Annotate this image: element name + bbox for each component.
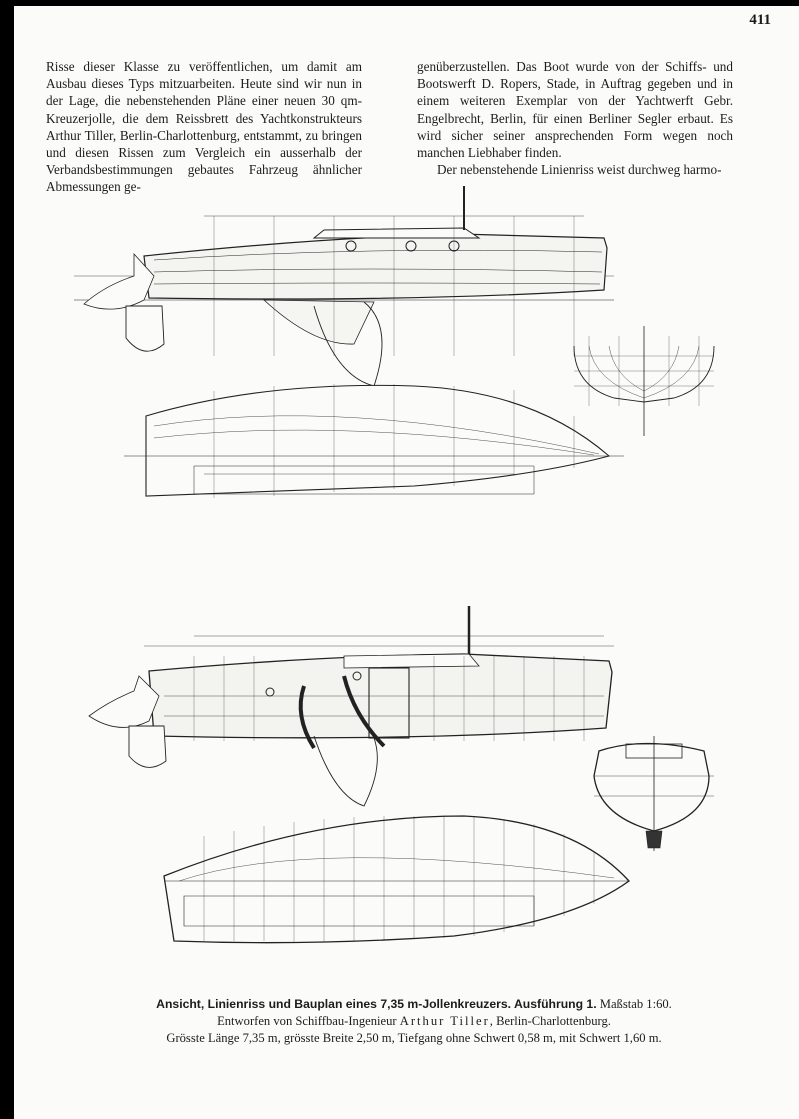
figure-caption: Ansicht, Linienriss und Bauplan eines 7,…: [134, 996, 694, 1047]
caption-designer-prefix: Entworfen von Schiffbau-Ingenieur: [217, 1014, 397, 1028]
page-number: 411: [749, 12, 771, 28]
half-breadth-plan-upper: [124, 384, 624, 498]
caption-dimensions: Grösste Länge 7,35 m, grösste Breite 2,5…: [166, 1031, 662, 1045]
construction-profile: [88, 606, 614, 807]
document-page: 411 Risse dieser Klasse zu veröffentlich…: [14, 6, 799, 1119]
text-column-right: genüberzustellen. Das Boot wurde von der…: [417, 58, 733, 178]
caption-designer-suffix: , Berlin-Charlottenburg.: [489, 1014, 611, 1028]
paragraph: Risse dieser Klasse zu veröffentlichen, …: [46, 59, 362, 195]
text-column-left: Risse dieser Klasse zu veröffentlichen, …: [46, 58, 362, 196]
construction-plan-view: [163, 815, 630, 944]
caption-designer-name: Arthur Tiller: [399, 1014, 490, 1028]
paragraph: Der nebenstehende Linienriss weist durch…: [437, 162, 722, 178]
body-plan-sections-upper: [573, 326, 715, 436]
paragraph: genüberzustellen. Das Boot wurde von der…: [417, 59, 733, 161]
caption-title: Ansicht, Linienriss und Bauplan eines 7,…: [156, 997, 597, 1011]
midship-section: [593, 736, 714, 851]
caption-scale: Maßstab 1:60.: [599, 997, 672, 1011]
profile-view-lines: [74, 186, 614, 387]
boat-plan-drawing: [74, 186, 715, 944]
